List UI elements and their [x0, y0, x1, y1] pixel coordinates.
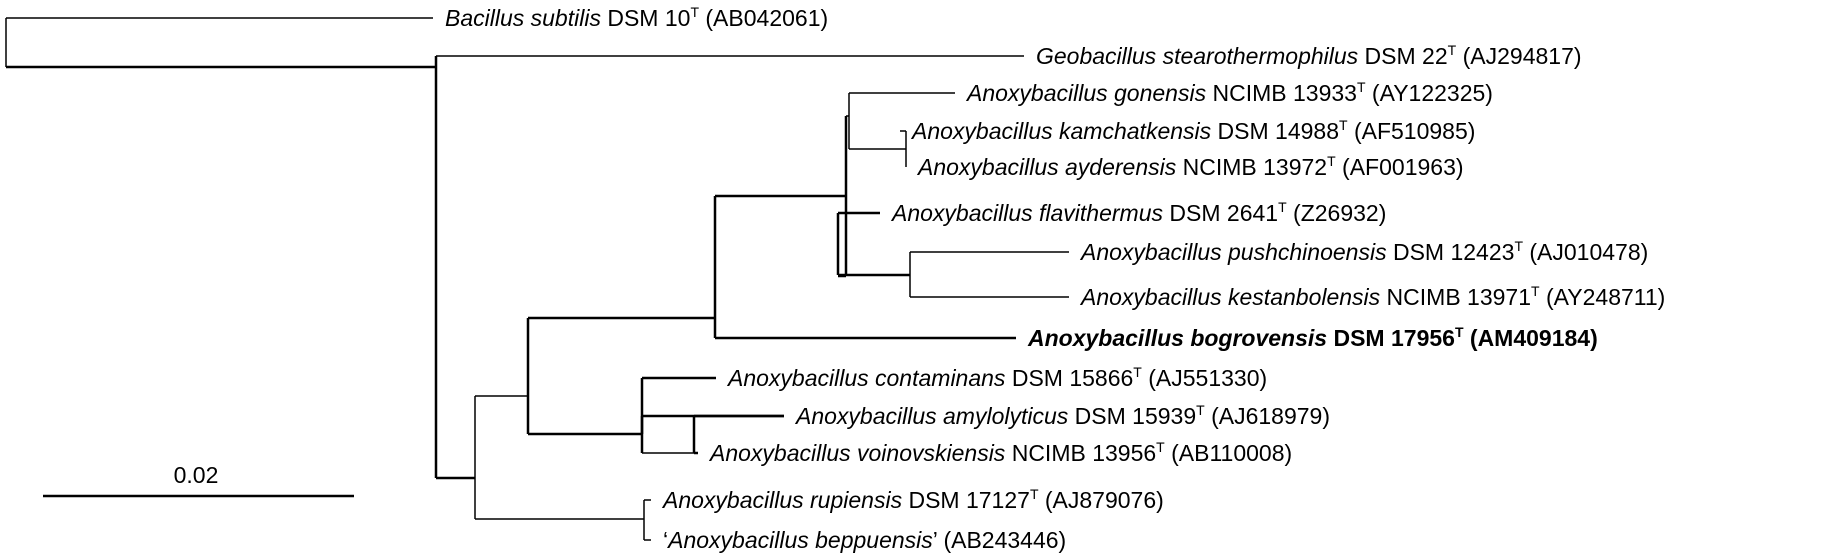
accession-number: (AJ618979) [1205, 403, 1330, 429]
taxon-label-t4: Anoxybacillus kamchatkensis DSM 14988T (… [910, 117, 1475, 144]
strain-id: NCIMB 13972 [1176, 154, 1327, 180]
accession-number: (AJ010478) [1523, 239, 1648, 265]
strain-id: DSM 2641 [1163, 200, 1278, 226]
taxon-label-t1: Bacillus subtilis DSM 10T (AB042061) [445, 4, 828, 31]
species-name: Anoxybacillus kamchatkensis [910, 118, 1212, 144]
taxon-label-t11: Anoxybacillus amylolyticus DSM 15939T (A… [794, 402, 1330, 429]
taxon-label-t5: Anoxybacillus ayderensis NCIMB 13972T (A… [916, 153, 1464, 180]
taxon-label-t12: Anoxybacillus voinovskiensis NCIMB 13956… [708, 439, 1292, 466]
strain-id: DSM 15939 [1068, 403, 1196, 429]
accession-number: (AB110008) [1165, 440, 1292, 466]
strain-id: DSM 12423 [1387, 239, 1515, 265]
type-strain-marker: T [1156, 439, 1165, 455]
strain-id: DSM 22 [1358, 43, 1447, 69]
taxon-label-t9: Anoxybacillus bogrovensis DSM 17956T (AM… [1027, 324, 1598, 351]
taxon-label-t2: Geobacillus stearothermophilus DSM 22T (… [1036, 42, 1582, 69]
accession-number: (AF001963) [1336, 154, 1464, 180]
type-strain-marker: T [1514, 238, 1523, 254]
type-strain-marker: T [690, 4, 699, 20]
type-strain-marker: T [1448, 42, 1457, 58]
accession-number: (AM409184) [1464, 325, 1598, 351]
strain-id: DSM 15866 [1005, 365, 1133, 391]
accession-number: (AJ879076) [1039, 487, 1164, 513]
species-name: Geobacillus stearothermophilus [1036, 43, 1359, 69]
species-name: Anoxybacillus gonensis [965, 80, 1207, 106]
tree-branches [5, 17, 1069, 541]
type-strain-marker: T [1196, 402, 1205, 418]
species-name: Anoxybacillus rupiensis [661, 487, 903, 513]
strain-id: DSM 17127 [902, 487, 1030, 513]
type-strain-marker: T [1339, 117, 1348, 133]
scale-bar: 0.02 [43, 462, 354, 498]
species-name: Anoxybacillus bogrovensis [1027, 325, 1327, 351]
accession-number: (AB243446) [937, 527, 1066, 553]
accession-number: (AY248711) [1540, 284, 1666, 310]
strain-id: NCIMB 13933 [1206, 80, 1357, 106]
species-name: Anoxybacillus amylolyticus [794, 403, 1069, 429]
type-strain-marker: T [1327, 153, 1336, 169]
scale-bar-label: 0.02 [174, 462, 219, 488]
species-name: Anoxybacillus kestanbolensis [1079, 284, 1381, 310]
strain-id: NCIMB 13956 [1005, 440, 1156, 466]
type-strain-marker: T [1455, 324, 1464, 340]
species-name: Bacillus subtilis [445, 5, 601, 31]
type-strain-marker: T [1278, 199, 1287, 215]
taxon-label-t13: Anoxybacillus rupiensis DSM 17127T (AJ87… [661, 486, 1164, 513]
accession-number: (AF510985) [1348, 118, 1476, 144]
taxon-label-t7: Anoxybacillus pushchinoensis DSM 12423T … [1079, 238, 1648, 265]
taxon-label-t10: Anoxybacillus contaminans DSM 15866T (AJ… [726, 364, 1267, 391]
species-name: Anoxybacillus flavithermus [890, 200, 1164, 226]
species-name: Anoxybacillus beppuensis [666, 527, 933, 553]
species-name: Anoxybacillus contaminans [726, 365, 1006, 391]
species-name: Anoxybacillus voinovskiensis [708, 440, 1006, 466]
accession-number: (AJ294817) [1456, 43, 1581, 69]
taxon-labels: Bacillus subtilis DSM 10T (AB042061)Geob… [445, 4, 1665, 553]
strain-id: DSM 17956 [1327, 325, 1455, 351]
accession-number: (Z26932) [1287, 200, 1387, 226]
taxon-label-t6: Anoxybacillus flavithermus DSM 2641T (Z2… [890, 199, 1386, 226]
accession-number: (AY122325) [1366, 80, 1493, 106]
accession-number: (AJ551330) [1142, 365, 1267, 391]
species-name: Anoxybacillus pushchinoensis [1079, 239, 1387, 265]
type-strain-marker: T [1357, 79, 1366, 95]
type-strain-marker: T [1030, 486, 1039, 502]
accession-number: (AB042061) [699, 5, 828, 31]
strain-id: NCIMB 13971 [1380, 284, 1531, 310]
strain-id: DSM 14988 [1211, 118, 1339, 144]
type-strain-marker: T [1531, 283, 1540, 299]
species-name: Anoxybacillus ayderensis [916, 154, 1177, 180]
type-strain-marker: T [1133, 364, 1142, 380]
taxon-label-t8: Anoxybacillus kestanbolensis NCIMB 13971… [1079, 283, 1665, 310]
taxon-label-t3: Anoxybacillus gonensis NCIMB 13933T (AY1… [965, 79, 1493, 106]
strain-id: DSM 10 [601, 5, 690, 31]
taxon-label-t14: ‘Anoxybacillus beppuensis’ (AB243446) [663, 527, 1066, 553]
